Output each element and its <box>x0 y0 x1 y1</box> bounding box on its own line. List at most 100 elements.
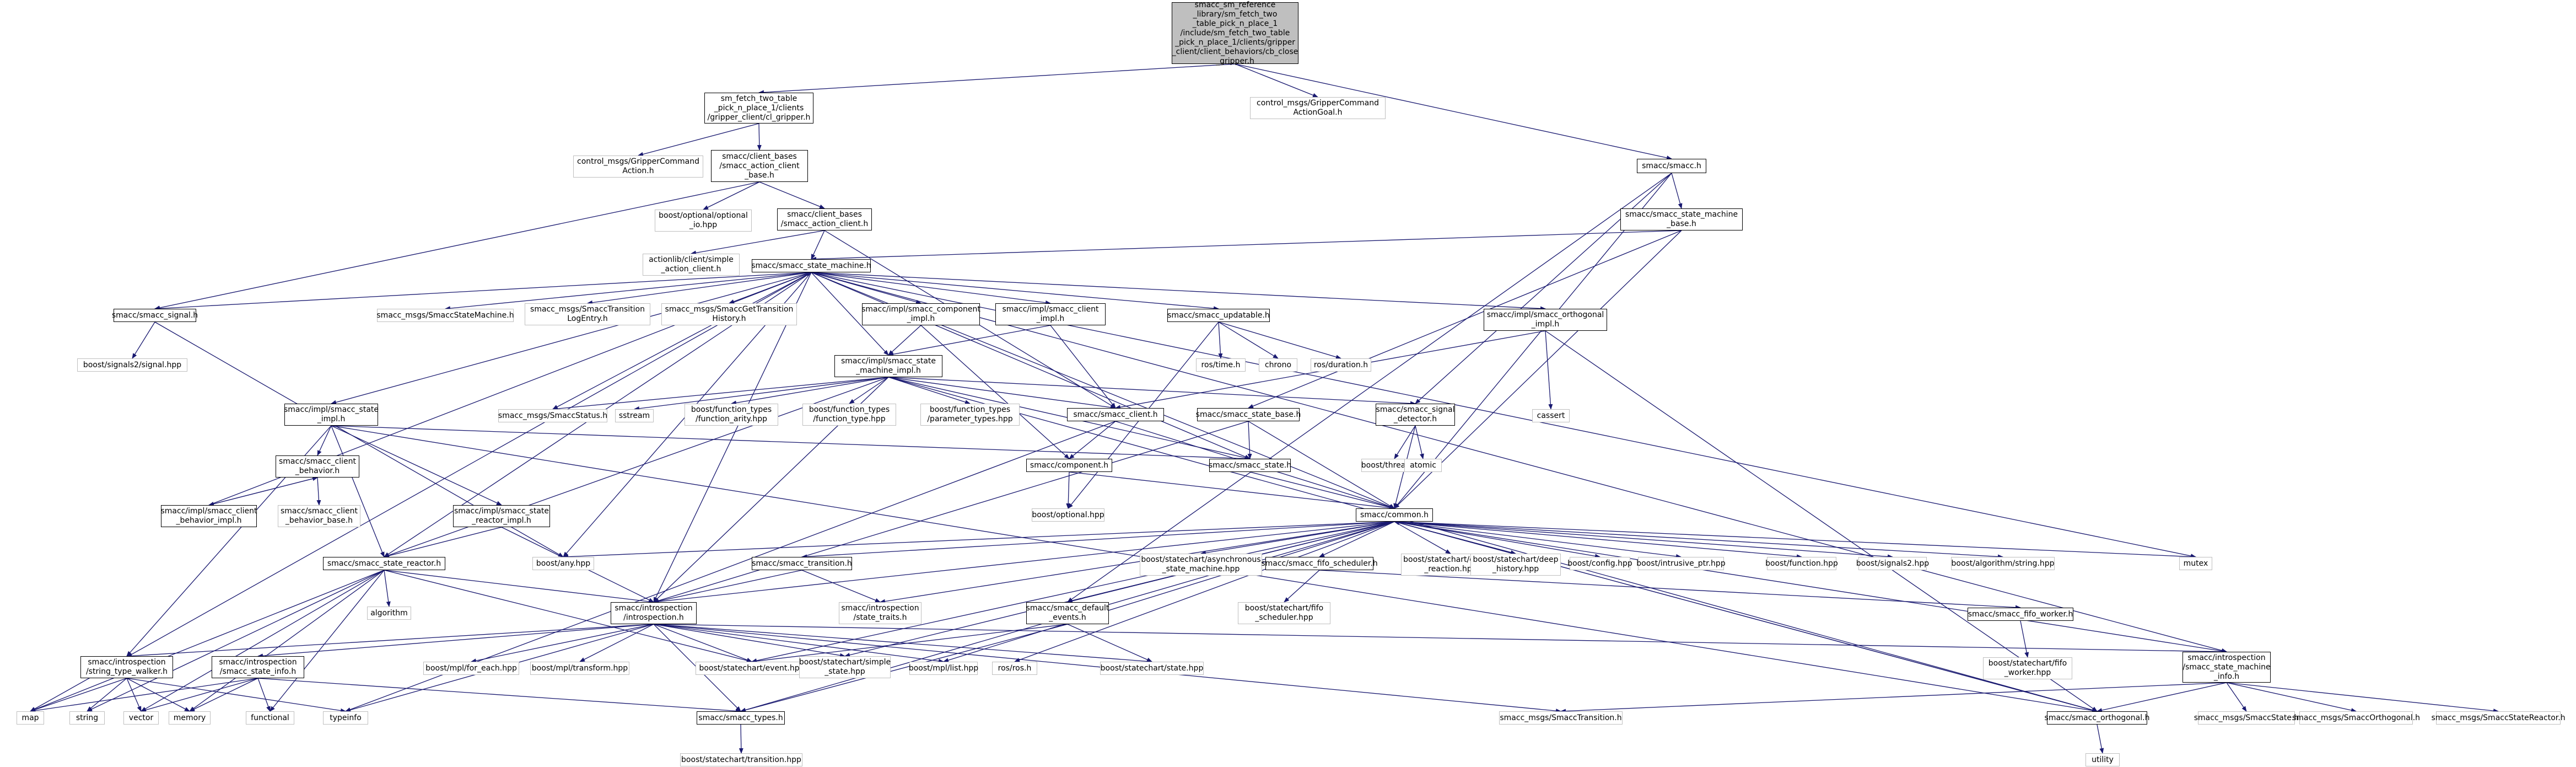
edge-component-to-common <box>1069 471 1395 510</box>
edge-cl-gripper-to-gca <box>638 123 759 157</box>
node-cb-action-base[interactable]: smacc/client_bases /smacc_action_client … <box>711 150 808 182</box>
node-for-each: boost/mpl/for_each.hpp <box>423 662 519 675</box>
node-state-impl[interactable]: smacc/impl/smacc_state _impl.h <box>284 404 379 426</box>
edge-introspection-to-sm-info <box>653 624 2227 654</box>
edge-common-to-state-traits <box>880 521 1395 604</box>
edge-sig-detector-to-bthread <box>1394 425 1416 459</box>
node-gca: control_msgs/GripperCommand Action.h <box>573 155 703 178</box>
node-async-sm: boost/statechart/asynchronous _state_mac… <box>1140 554 1262 576</box>
node-ros-time: ros/time.h <box>1196 358 1246 372</box>
edge-introspection-to-str-walker <box>126 624 654 658</box>
node-smacc-types[interactable]: smacc/smacc_types.h <box>697 711 785 725</box>
node-cb-action[interactable]: smacc/client_bases /smacc_action_client.… <box>777 208 872 230</box>
node-component[interactable]: smacc/component.h <box>1026 459 1112 472</box>
edge-sm-impl-to-ft-param <box>888 377 971 405</box>
edge-root-to-gcag <box>1235 63 1318 98</box>
node-state-reactor[interactable]: smacc/smacc_state_reactor.h <box>323 557 445 570</box>
node-algorithm: algorithm <box>367 607 411 620</box>
node-signal[interactable]: smacc/smacc_signal.h <box>112 309 198 322</box>
node-msg-sm: smacc_msgs/SmaccStateMachine.h <box>376 309 514 322</box>
node-client[interactable]: smacc/smacc_client.h <box>1067 408 1164 421</box>
edge-state-machine-to-client-impl <box>811 272 1051 305</box>
edge-state-machine-to-signal <box>154 272 812 311</box>
edge-orthogonal-to-utility <box>2097 724 2104 754</box>
node-sc-event: boost/statechart/event.hpp <box>696 662 808 675</box>
node-boost-optional: boost/optional.hpp <box>1032 508 1104 522</box>
node-orth-impl[interactable]: smacc/impl/smacc_orthogonal _impl.h <box>1484 309 1607 331</box>
node-client-behavior[interactable]: smacc/smacc_client _behavior.h <box>276 455 359 478</box>
edge-root-to-cl-gripper <box>758 63 1236 95</box>
node-comp-impl[interactable]: smacc/impl/smacc_component _impl.h <box>861 303 980 325</box>
edge-component-to-boost-optional <box>1066 471 1071 509</box>
edge-client-impl-to-client <box>1050 325 1116 409</box>
edge-common-to-intrusive <box>1394 521 1682 559</box>
node-updatable[interactable]: smacc/smacc_updatable.h <box>1167 309 1270 322</box>
edge-common-to-config <box>1394 521 1600 559</box>
edge-sm-impl-to-client <box>888 377 1116 410</box>
edge-state-base-to-state-h <box>1247 421 1252 459</box>
edge-introspection-to-mpl-list <box>653 624 944 663</box>
node-simple-ac: actionlib/client/simple _action_client.h <box>643 254 740 276</box>
edge-state-machine-to-orth-impl <box>811 272 1546 311</box>
node-orthogonal[interactable]: smacc/smacc_orthogonal.h <box>2045 711 2149 725</box>
node-cl-gripper[interactable]: sm_fetch_two_table _pick_n_place_1/clien… <box>704 93 813 124</box>
node-state-base[interactable]: smacc/smacc_state_base.h <box>1196 408 1301 421</box>
edge-client-impl-to-sm-impl <box>888 325 1051 357</box>
edge-state-info-to-memory <box>189 678 258 712</box>
node-common[interactable]: smacc/common.h <box>1356 508 1433 522</box>
node-mpl-list: boost/mpl/list.hpp <box>909 662 978 675</box>
node-reactor-impl[interactable]: smacc/impl/smacc_state _reactor_impl.h <box>453 505 550 527</box>
edge-state-machine-to-introspection <box>653 272 812 603</box>
edge-orthogonal-to-common <box>1394 521 2098 712</box>
edge-sm-impl-to-msg-status <box>552 377 889 411</box>
node-mutex: mutex <box>2179 557 2212 570</box>
edge-fifo-sched-to-fifo-worker <box>1319 570 2021 610</box>
node-chrono: chrono <box>1259 358 1297 372</box>
edge-reactor-impl-to-state-reactor <box>384 527 502 558</box>
node-state-h[interactable]: smacc/smacc_state.h <box>1209 459 1291 472</box>
edge-state-info-to-vector <box>141 678 258 712</box>
edge-introspection-to-sc-event <box>653 624 752 662</box>
edge-sig-detector-to-atomic <box>1415 425 1424 459</box>
node-introspection[interactable]: smacc/introspection /introspection.h <box>611 602 697 624</box>
node-string: string <box>69 711 105 725</box>
node-optional-io: boost/optional/optional _io.hpp <box>655 210 752 232</box>
edge-client-behavior-to-cb-base <box>316 477 321 506</box>
edge-str-walker-to-typeinfo <box>126 678 346 713</box>
node-sm-info[interactable]: smacc/introspection /smacc_state_machine… <box>2182 652 2271 683</box>
node-client-impl[interactable]: smacc/impl/smacc_client _impl.h <box>995 303 1106 325</box>
node-utility: utility <box>2085 753 2120 766</box>
node-state-info[interactable]: smacc/introspection /smacc_state_info.h <box>212 656 304 678</box>
edge-default-events-to-smacc-types <box>740 624 1068 712</box>
node-sm-base[interactable]: smacc/smacc_state_machine _base.h <box>1620 208 1743 230</box>
node-cb-impl[interactable]: smacc/impl/smacc_client _behavior_impl.h <box>161 505 257 527</box>
edge-cb-action-to-state-machine <box>811 230 825 260</box>
node-transition-h[interactable]: smacc/smacc_transition.h <box>752 557 852 570</box>
edge-state-reactor-to-memory <box>189 570 385 712</box>
edge-cb-action-base-to-optional-io <box>703 181 760 210</box>
edge-str-walker-to-string <box>87 678 127 712</box>
edge-common-to-mpl-list <box>943 521 1395 663</box>
edge-str-walker-to-memory <box>126 678 190 712</box>
edge-comp-impl-to-component <box>920 325 1070 459</box>
edge-sm-impl-to-orthogonal <box>888 377 2098 712</box>
node-state-machine[interactable]: smacc/smacc_state_machine.h <box>751 259 871 272</box>
edge-state-impl-to-reactor-impl <box>331 425 502 506</box>
node-state-traits: smacc/introspection /state_traits.h <box>839 602 921 624</box>
edge-state-info-to-map <box>30 678 258 713</box>
edge-common-to-bfunction <box>1394 521 1802 559</box>
edge-state-info-to-smacc-types <box>257 678 741 714</box>
node-fifo-sched[interactable]: smacc/smacc_fifo_scheduler.h <box>1261 557 1378 570</box>
node-sig-detector[interactable]: smacc/smacc_signal _detector.h <box>1376 404 1455 426</box>
node-cb-base: smacc/smacc_client _behavior_base.h <box>278 505 360 527</box>
edge-state-base-to-common <box>1248 421 1395 509</box>
node-str-walker[interactable]: smacc/introspection /string_type_walker.… <box>80 656 173 678</box>
node-sm-impl[interactable]: smacc/impl/smacc_state _machine_impl.h <box>834 355 942 377</box>
edge-orth-impl-to-orthogonal <box>1545 330 2098 712</box>
node-ft-type: boost/function_types /function_type.hpp <box>802 404 896 426</box>
edge-cb-action-base-to-cb-action <box>759 181 825 209</box>
node-smacc-h[interactable]: smacc/smacc.h <box>1637 159 1706 173</box>
node-default-events[interactable]: smacc/smacc_default _events.h <box>1026 602 1109 624</box>
node-fifo-worker[interactable]: smacc/smacc_fifo_worker.h <box>1968 608 2073 621</box>
edge-client-to-component <box>1069 421 1116 459</box>
